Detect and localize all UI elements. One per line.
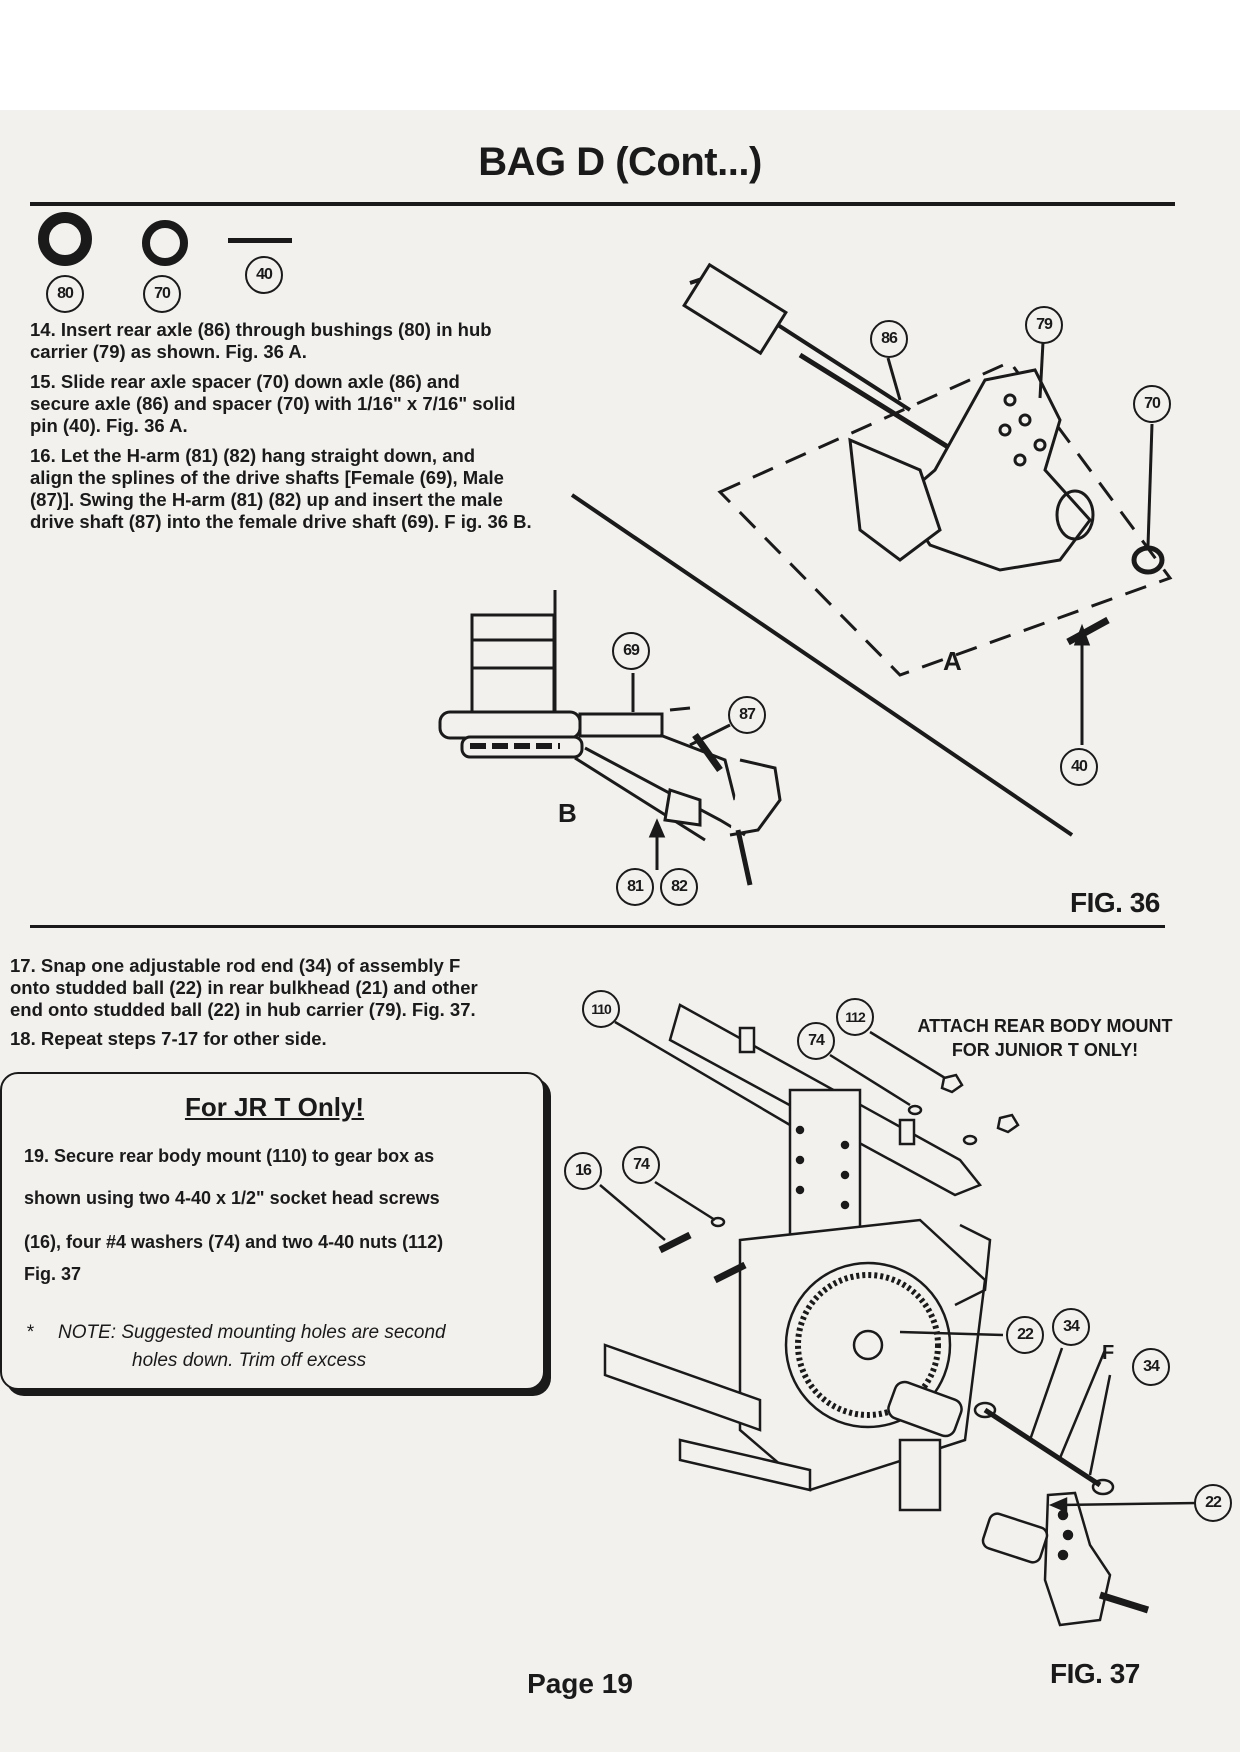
callout-87: 87 <box>728 696 766 734</box>
jr-t-step-19-line-4: Fig. 37 <box>24 1264 82 1284</box>
middle-rule <box>30 925 1165 928</box>
callout-34-mid: 34 <box>1052 1308 1090 1346</box>
step-17: 17. Snap one adjustable rod end (34) of … <box>10 955 478 1020</box>
callout-22-mid: 22 <box>1006 1316 1044 1354</box>
page-title: BAG D (Cont...) <box>478 140 762 184</box>
callout-part-80: 80 <box>46 275 84 313</box>
step-14: 14. Insert rear axle (86) through bushin… <box>30 319 492 362</box>
callout-81: 81 <box>616 868 654 906</box>
fig37-label: FIG. 37 <box>1050 1658 1140 1689</box>
spacer-70-icon <box>142 220 188 266</box>
callout-40: 40 <box>1060 748 1098 786</box>
jr-t-step-19-line-1: 19. Secure rear body mount (110) to gear… <box>24 1146 435 1166</box>
jr-t-step-19-line-2: shown using two 4-40 x 1/2" socket head … <box>24 1188 440 1208</box>
jr-t-box: For JR T Only! 19. Secure rear body moun… <box>0 1072 545 1390</box>
fig36-sublabel-b: B <box>558 798 577 828</box>
step-15: 15. Slide rear axle spacer (70) down axl… <box>30 371 516 436</box>
callout-79: 79 <box>1025 306 1063 344</box>
step-18: 18. Repeat steps 7-17 for other side. <box>10 1028 327 1049</box>
callout-82: 82 <box>660 868 698 906</box>
callout-22-right: 22 <box>1194 1484 1232 1522</box>
callout-74-top: 74 <box>797 1022 835 1060</box>
callout-112: 112 <box>836 998 874 1036</box>
pin-40-icon <box>228 238 292 243</box>
fig36-sublabel-a: A <box>943 646 962 676</box>
step-16: 16. Let the H-arm (81) (82) hang straigh… <box>30 445 532 532</box>
top-rule <box>30 202 1175 206</box>
page-number: Page 19 <box>527 1668 633 1699</box>
callout-70: 70 <box>1133 385 1171 423</box>
callout-110: 110 <box>582 990 620 1028</box>
bushing-80-icon <box>38 212 92 266</box>
note-star: * <box>26 1322 34 1343</box>
jr-t-box-title: For JR T Only! <box>184 1092 365 1122</box>
callout-16: 16 <box>564 1152 602 1190</box>
callout-69: 69 <box>612 632 650 670</box>
callout-34-right: 34 <box>1132 1348 1170 1386</box>
fig37-sublabel-f: F <box>1102 1342 1115 1364</box>
fig36-label: FIG. 36 <box>1070 887 1160 918</box>
jr-t-step-19-line-3: (16), four #4 washers (74) and two 4-40 … <box>24 1232 444 1252</box>
callout-74-left: 74 <box>622 1146 660 1184</box>
note-line-2: holes down. Trim off excess <box>132 1350 367 1371</box>
callout-part-40: 40 <box>245 256 283 294</box>
note-line-1: NOTE: Suggested mounting holes are secon… <box>58 1322 446 1343</box>
callout-part-70: 70 <box>143 275 181 313</box>
callout-86: 86 <box>870 320 908 358</box>
